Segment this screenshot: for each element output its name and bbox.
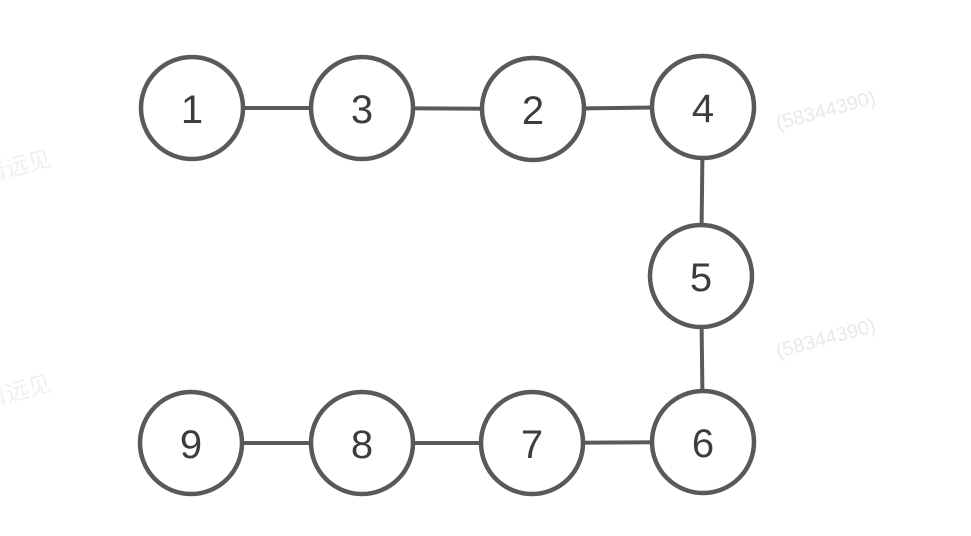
node-6: 6	[649, 388, 757, 496]
node-8: 8	[308, 389, 416, 497]
watermark-text: 清远见	[0, 145, 54, 188]
node-circle	[308, 389, 416, 497]
watermark-text: (58344390)	[774, 315, 879, 363]
node-circle	[649, 388, 757, 496]
node-2: 2	[479, 55, 587, 163]
node-9: 9	[137, 389, 245, 497]
node-label: 1	[181, 88, 203, 132]
node-circle	[478, 389, 586, 497]
node-circle	[308, 54, 416, 162]
node-circle	[137, 389, 245, 497]
watermark-text: (58344390)	[774, 87, 879, 135]
node-circle	[479, 55, 587, 163]
node-label: 2	[522, 89, 544, 133]
node-3: 3	[308, 54, 416, 162]
node-label: 4	[692, 87, 714, 131]
node-circle	[649, 53, 757, 161]
node-7: 7	[478, 389, 586, 497]
node-label: 7	[521, 423, 543, 467]
nodes-layer: 1 3 2 4 5 6 7 8 9	[137, 53, 757, 497]
node-5: 5	[647, 222, 755, 330]
node-1: 1	[138, 54, 246, 162]
node-circle	[138, 54, 246, 162]
node-label: 5	[690, 256, 712, 300]
node-4: 4	[649, 53, 757, 161]
node-label: 9	[180, 423, 202, 467]
node-circle	[647, 222, 755, 330]
edges-layer	[191, 105, 705, 445]
watermark-text: 清远见	[0, 370, 54, 413]
node-label: 8	[351, 423, 373, 467]
node-label: 6	[692, 422, 714, 466]
node-label: 3	[351, 88, 373, 132]
